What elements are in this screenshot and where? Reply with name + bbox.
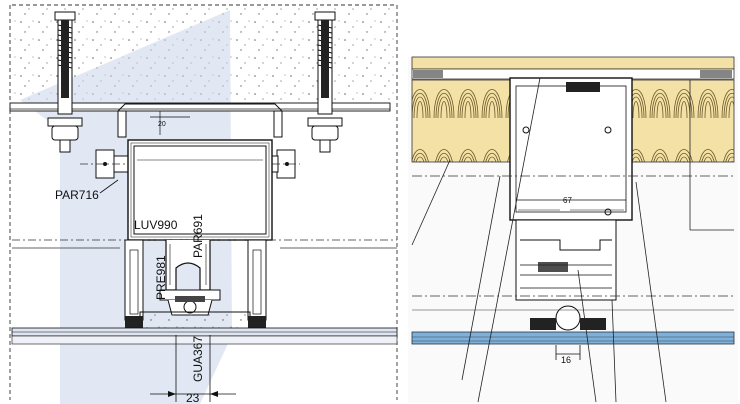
gasket-block [139, 311, 251, 331]
dim-top-label: 20 [158, 121, 166, 128]
label-pre981: PRE981 [154, 255, 168, 300]
label-luv990: LUV990 [134, 218, 178, 232]
right-section-drawing: 67 16 [408, 56, 738, 403]
label-dim-mid: 67 [563, 196, 572, 205]
insulation-left [411, 79, 513, 163]
label-gua367: GUA367 [191, 336, 205, 382]
mullion-profile-right [509, 77, 633, 221]
mullion-box [127, 139, 273, 241]
insulation-right [629, 79, 735, 163]
left-section-drawing: 20 [9, 4, 398, 404]
label-dim-16: 16 [561, 355, 571, 365]
lower-profile [124, 239, 267, 321]
glass-panel-right [411, 331, 735, 345]
label-par716: PAR716 [55, 188, 99, 202]
anchor-bolt-right [307, 11, 343, 153]
label-dim-bottom: 23 [186, 391, 200, 404]
anchor-bolt-left [47, 11, 83, 153]
label-par691: PAR691 [191, 214, 205, 258]
